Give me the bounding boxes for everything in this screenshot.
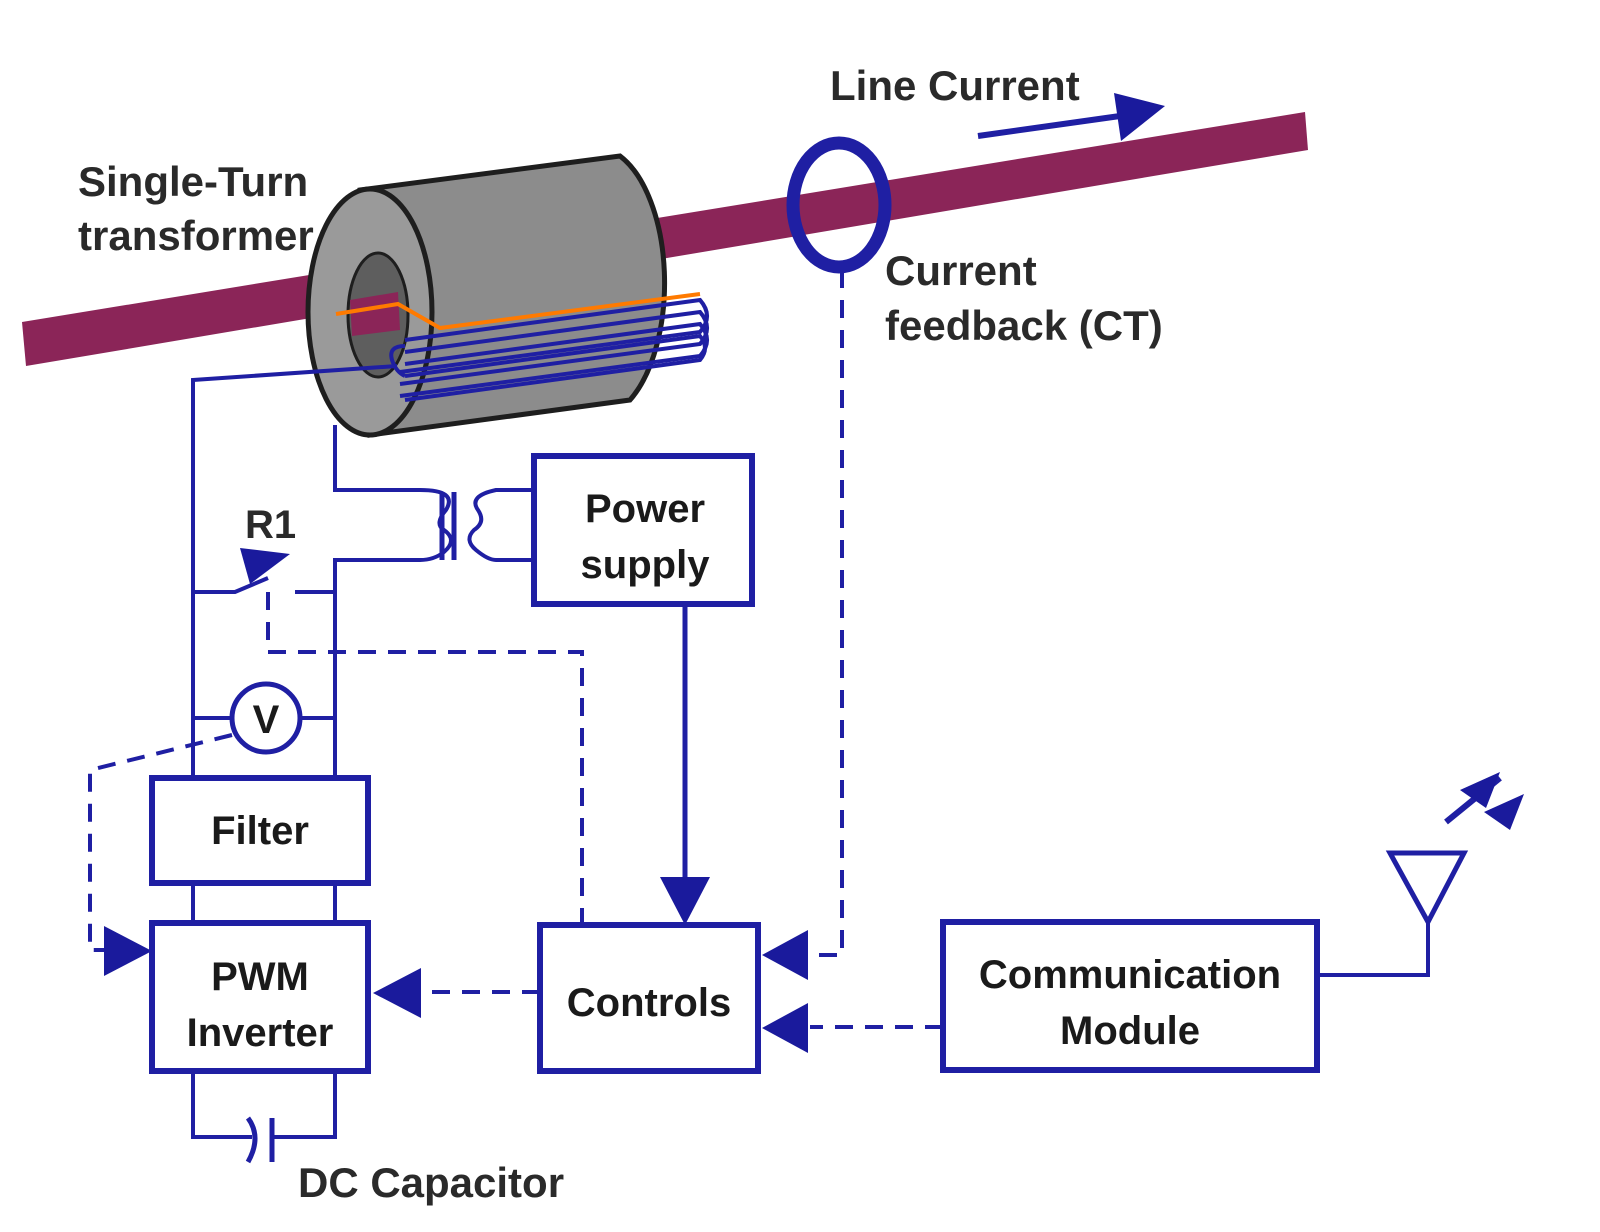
r1-label: R1: [245, 503, 296, 547]
arrow-into-pwm-from-controls: [373, 968, 421, 1018]
dash-ct-feedback: [800, 270, 844, 957]
ct-label-1: Current: [885, 247, 1037, 294]
communication-module-block: Communication Module: [940, 919, 1320, 1073]
comm-label-2: Module: [1060, 1009, 1200, 1053]
transformer-label-2: transformer: [78, 212, 314, 259]
controls-label: Controls: [567, 981, 731, 1025]
coupling-transformer: [419, 488, 534, 562]
dc-capacitor: [191, 1072, 337, 1164]
current-transformer-ring: [786, 136, 892, 274]
dash-voltage-feedback: [88, 733, 233, 952]
dash-r1-control: [266, 592, 584, 923]
power-supply-label-1: Power: [585, 487, 705, 531]
relay-r1-arrow: [240, 548, 290, 584]
arrow-into-pwm: [104, 926, 152, 976]
filter-label: Filter: [211, 809, 309, 853]
power-supply-block: Power supply: [531, 453, 755, 607]
arrow-power-to-controls: [660, 877, 710, 925]
wire-coupling-bottom: [333, 558, 420, 777]
line-current-arrow: [977, 93, 1165, 141]
line-current-label: Line Current: [830, 62, 1080, 109]
controls-block: Controls: [537, 922, 761, 1074]
arrow-comm-into-controls: [762, 1003, 808, 1053]
pwm-label-2: Inverter: [187, 1011, 334, 1055]
pwm-label-1: PWM: [211, 955, 309, 999]
wire-winding-left: [191, 364, 398, 777]
dc-capacitor-label: DC Capacitor: [298, 1159, 564, 1206]
arrow-ct-into-controls: [762, 930, 808, 980]
transformer-core: [305, 153, 668, 438]
filter-block: Filter: [149, 775, 371, 886]
wire-core-down: [333, 425, 420, 492]
power-supply-label-2: supply: [581, 543, 711, 587]
voltmeter-label: V: [253, 698, 280, 742]
ct-label-2: feedback (CT): [885, 302, 1163, 349]
transformer-windings: [335, 292, 709, 402]
antenna-icon: [1318, 772, 1524, 977]
comm-label-1: Communication: [979, 953, 1281, 997]
transformer-label-1: Single-Turn: [78, 158, 308, 205]
pwm-inverter-block: PWM Inverter: [149, 920, 371, 1074]
wire-r1-left: [193, 576, 269, 594]
voltmeter: V: [229, 681, 303, 755]
